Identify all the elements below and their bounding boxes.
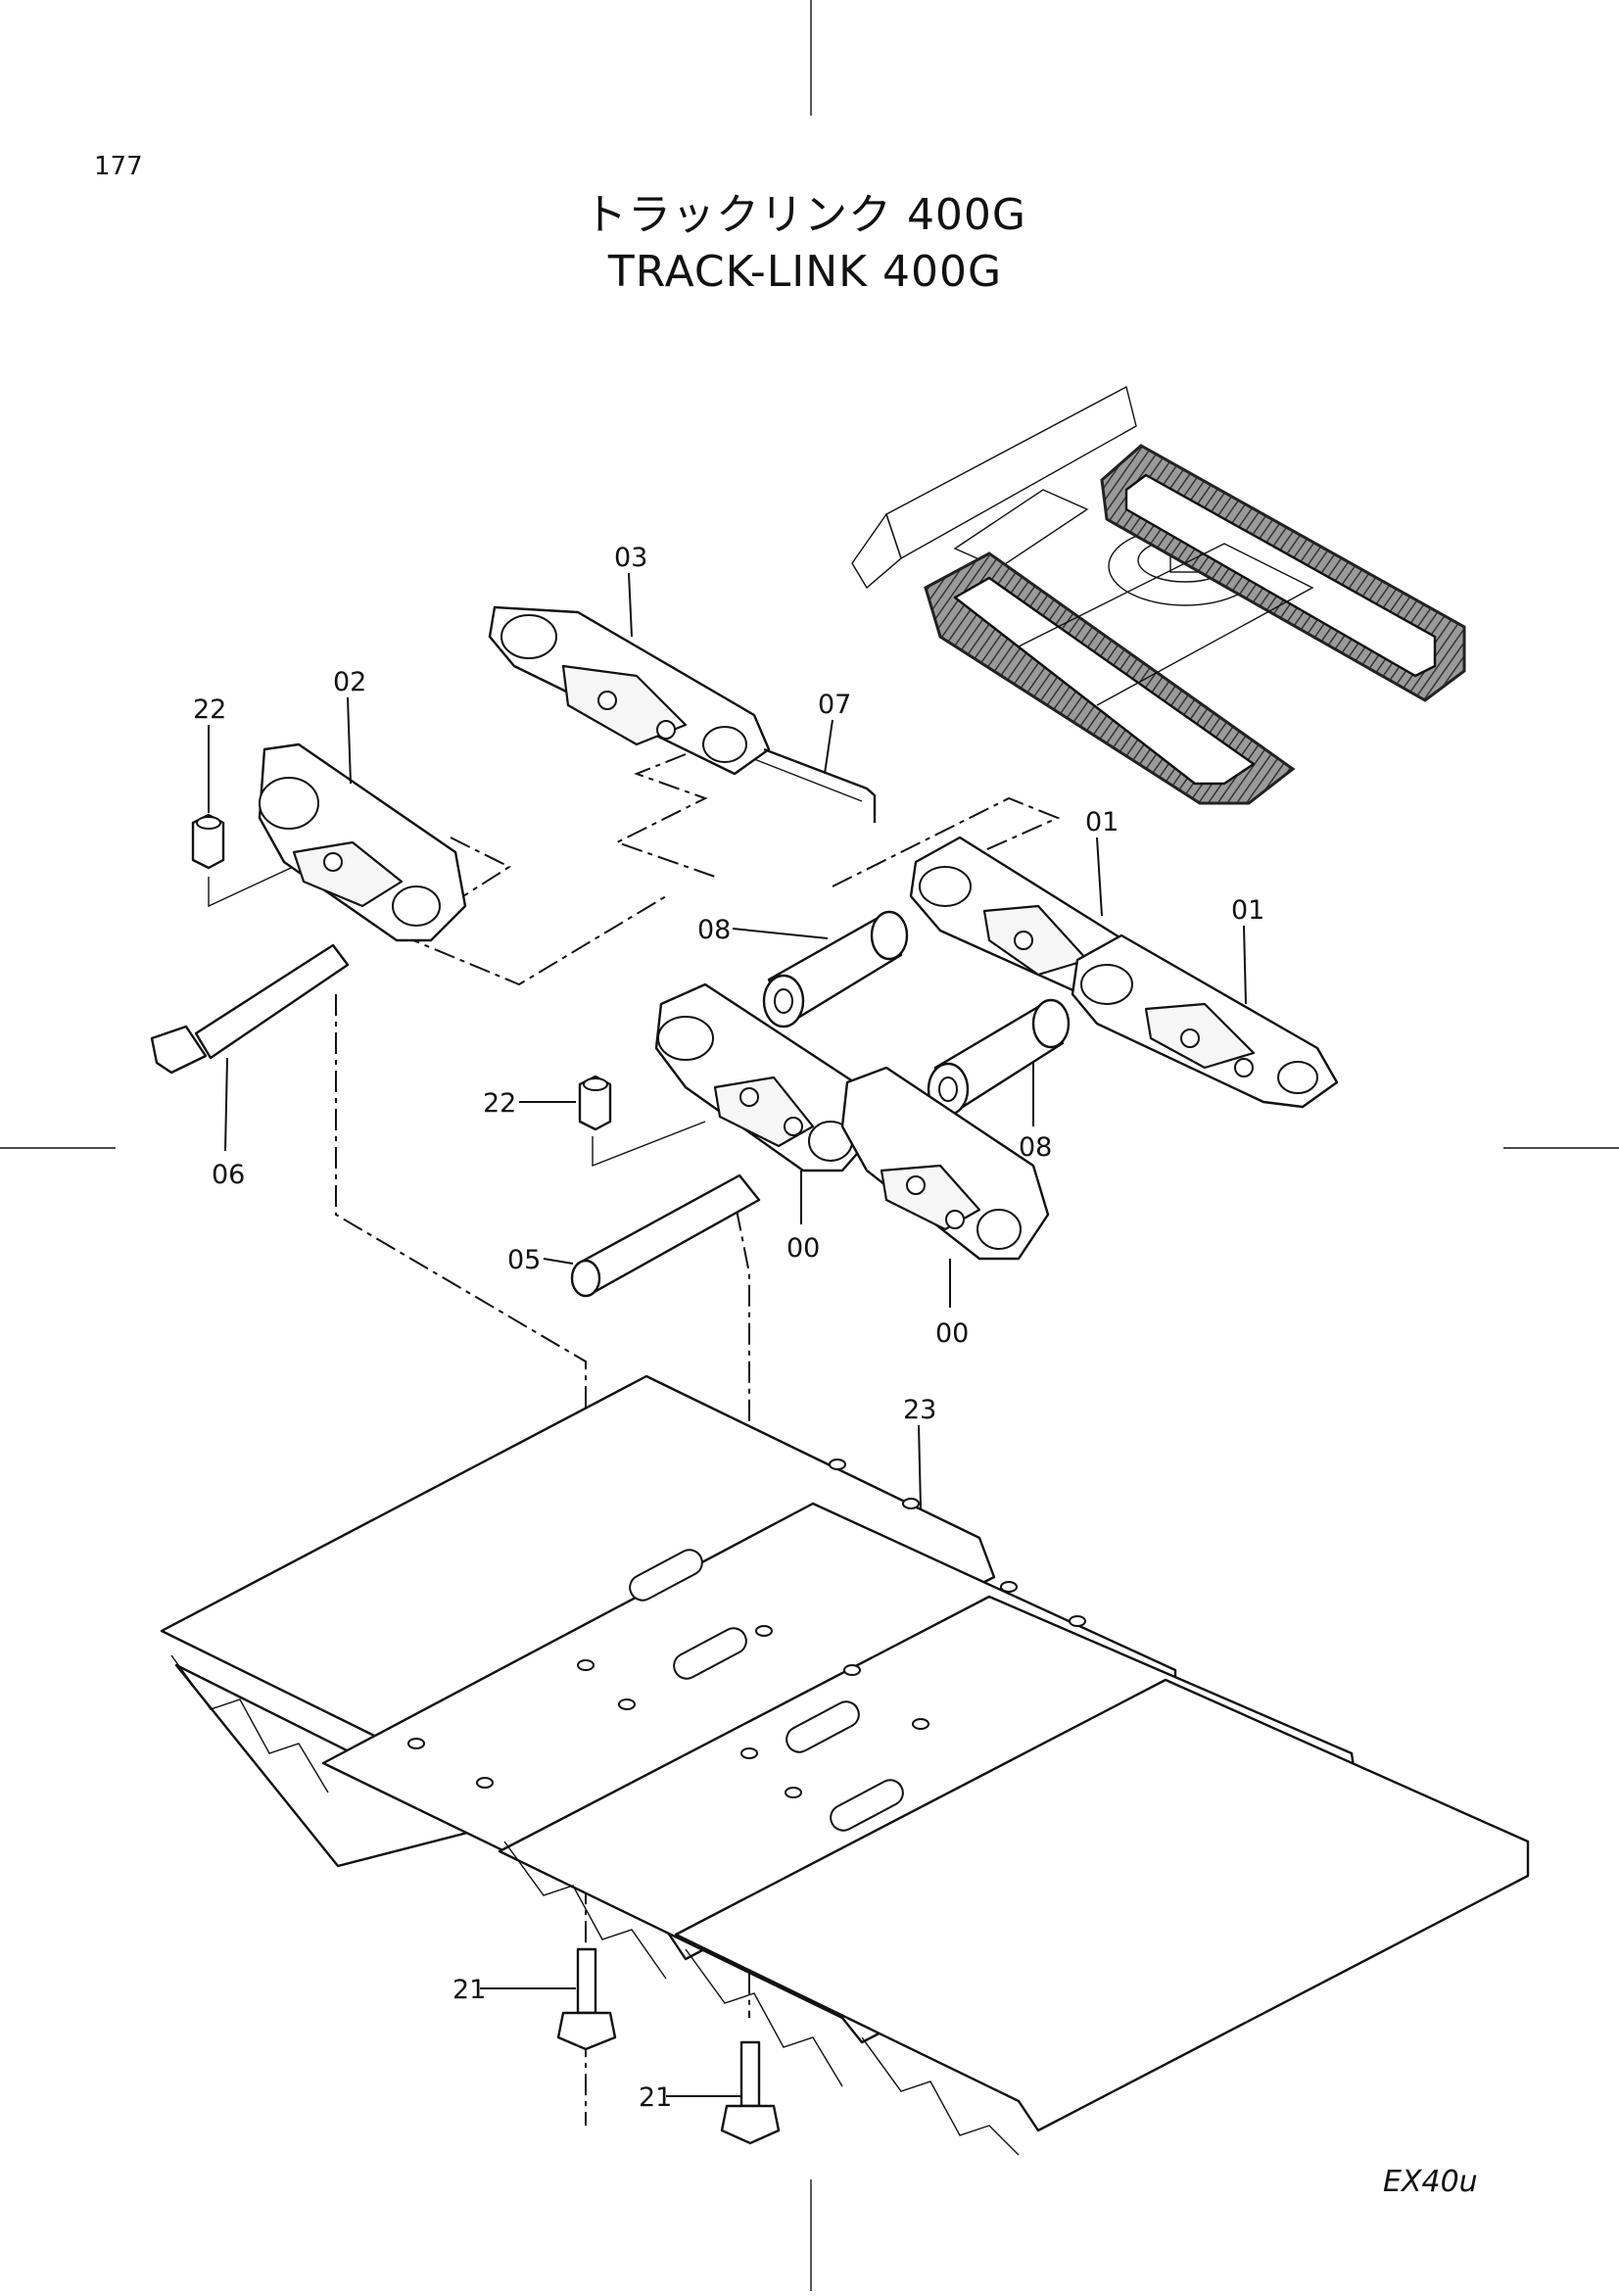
leader-lines: [208, 572, 1247, 2097]
pin-05: [570, 1173, 761, 1298]
callout-02: 02: [333, 667, 366, 697]
callout-05: 05: [507, 1245, 541, 1275]
callout-01-upper: 01: [1085, 807, 1119, 837]
model-code: EX40u: [1383, 2165, 1478, 2199]
nut-22-upper: [191, 813, 225, 870]
page-number: 177: [94, 152, 143, 181]
track-shoe-plates: [160, 1374, 1530, 2156]
callout-07: 07: [818, 690, 851, 720]
callout-21-lower: 21: [639, 2082, 672, 2113]
bolt-21-upper: [556, 1947, 617, 2051]
pin-06: [150, 943, 350, 1075]
callout-01-lower: 01: [1231, 895, 1264, 926]
pin-07: [753, 747, 877, 823]
bushing-08-upper: [762, 910, 909, 1028]
nut-22-lower: [578, 1075, 612, 1131]
callout-08-lower: 08: [1019, 1132, 1052, 1163]
callout-06: 06: [212, 1160, 245, 1190]
callout-00-right: 00: [935, 1318, 969, 1349]
callout-22-lower: 22: [483, 1088, 516, 1119]
title-english: TRACK-LINK 400G: [607, 247, 1002, 297]
callout-00-left: 00: [786, 1233, 820, 1264]
callout-23: 23: [903, 1395, 936, 1425]
callout-22-upper: 22: [193, 694, 226, 725]
callouts: 03 02 22 07 01 01 08 08 06 22 05 00 00 2…: [193, 543, 1264, 2113]
excavator-locator-illustration: [851, 385, 1466, 805]
title-japanese: トラックリンク 400G: [584, 190, 1026, 240]
callout-08-upper: 08: [697, 915, 731, 945]
callout-03: 03: [614, 543, 647, 573]
bolt-21-lower: [720, 2040, 781, 2145]
link-03: [488, 605, 771, 776]
callout-21-upper: 21: [452, 1975, 486, 2005]
link-00-left: [654, 982, 879, 1172]
bushing-08-lower: [927, 998, 1071, 1117]
link-01-lower: [1071, 933, 1339, 1109]
link-02: [258, 742, 467, 942]
link-00-right: [840, 1066, 1050, 1261]
